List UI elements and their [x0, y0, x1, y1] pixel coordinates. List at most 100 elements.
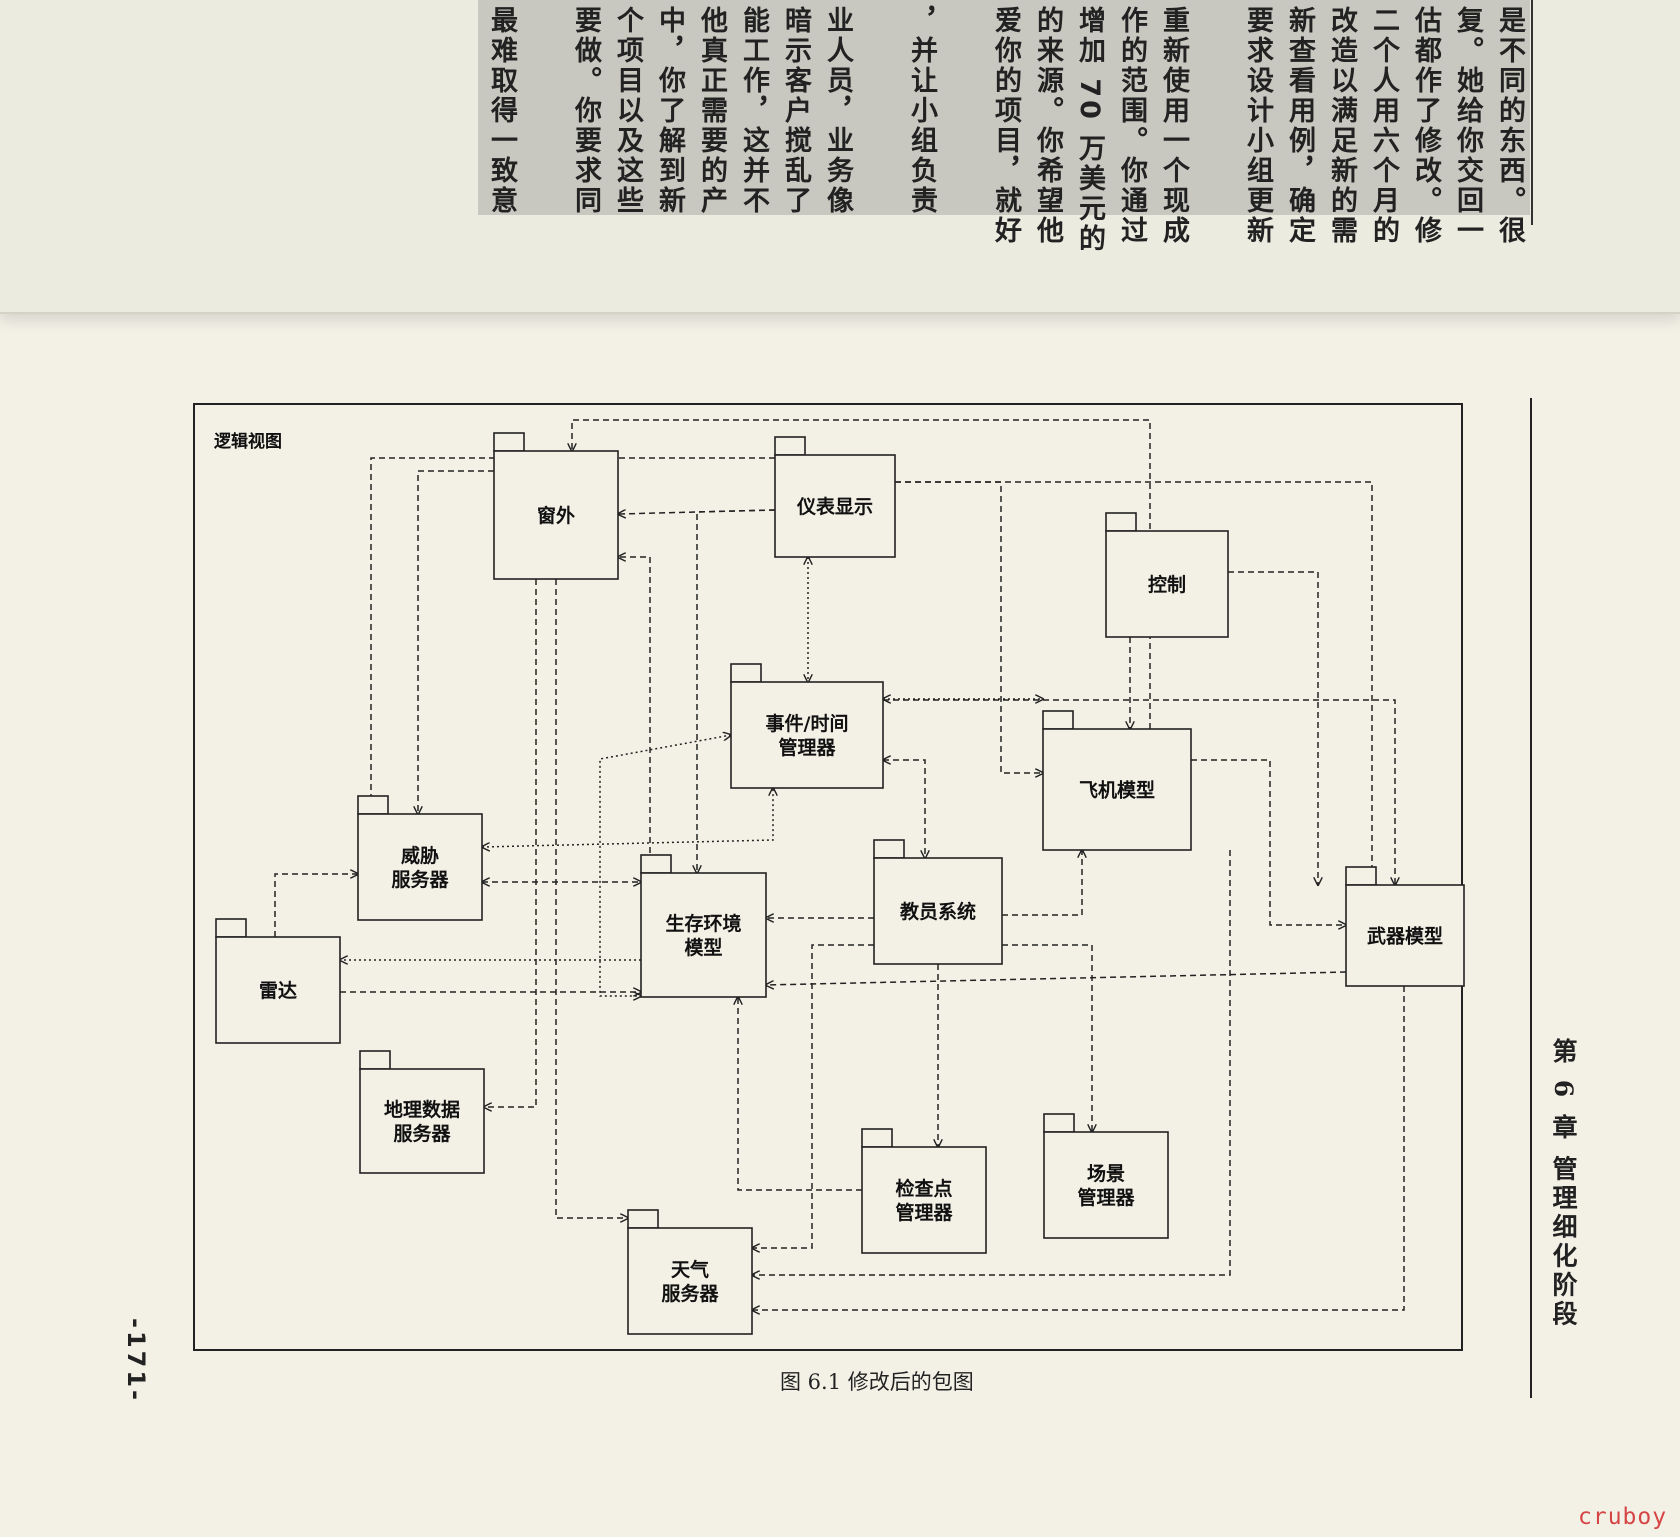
dependency-arrow	[482, 788, 773, 847]
package-label: 地理数据	[384, 1098, 460, 1121]
dependency-arrow	[484, 579, 537, 1107]
dependency-arrow	[883, 760, 925, 858]
package-tab	[493, 432, 525, 452]
package-label: 控制	[1148, 573, 1186, 596]
dependency-arrow	[895, 481, 1043, 773]
package-jiaoyuan: 教员系统	[873, 839, 1003, 965]
package-tab	[357, 795, 389, 815]
previous-page-line: 要做。你要求同	[570, 6, 601, 216]
package-label: 管理器	[895, 1201, 953, 1224]
package-tab	[873, 839, 905, 859]
dependency-arrow	[418, 470, 494, 814]
package-tab	[1105, 512, 1137, 532]
package-label: 管理器	[1077, 1186, 1135, 1209]
package-box	[357, 813, 483, 921]
package-box	[640, 872, 767, 998]
package-label: 生存环境	[665, 912, 741, 935]
dependency-arrow	[555, 579, 628, 1218]
dependency-arrow	[766, 971, 1347, 985]
previous-page-line: 估都作了修改。修	[1410, 6, 1441, 246]
package-chuangwai: 窗外	[493, 432, 619, 580]
dependency-arrow	[752, 944, 874, 1248]
package-tab	[1043, 1113, 1075, 1133]
package-label: 服务器	[393, 1122, 451, 1145]
package-box	[873, 857, 1003, 965]
package-box	[359, 1068, 485, 1174]
dependency-arrow	[1002, 850, 1082, 916]
previous-page-line: 复。她给你交回一	[1452, 6, 1483, 246]
previous-page-line: 作的范围。你通过	[1116, 6, 1147, 246]
package-label: 威胁	[401, 844, 439, 867]
page-number: -171-	[122, 1318, 150, 1404]
package-tab	[1345, 866, 1377, 886]
page-rule	[1531, 0, 1533, 225]
dependency-arrow	[274, 874, 358, 937]
package-label: 模型	[684, 936, 722, 959]
previous-page-line: 能工作，这并不	[738, 6, 769, 216]
package-tab	[1042, 710, 1074, 730]
package-label: 天气	[671, 1258, 709, 1281]
package-box	[1345, 884, 1465, 987]
package-label: 窗外	[537, 504, 575, 527]
package-label: 事件/时间	[766, 712, 849, 735]
dependency-arrow	[618, 557, 651, 873]
previous-page-line: 暗示客户搅乱了	[780, 6, 811, 216]
package-tab	[730, 663, 762, 683]
previous-page-line: 是不同的东西。很	[1494, 6, 1525, 246]
package-tab	[215, 918, 247, 938]
package-tab	[640, 854, 672, 874]
diagram-frame	[193, 403, 1463, 1351]
previous-page-line: 他真正需要的产	[696, 6, 727, 216]
package-label: 管理器	[778, 736, 836, 759]
dependency-arrow	[1002, 944, 1092, 1132]
dependency-arrow	[1228, 571, 1318, 885]
previous-page-line: 的来源。你希望他	[1032, 6, 1063, 246]
package-box	[493, 450, 619, 580]
dependency-arrows	[274, 419, 1405, 1310]
previous-page-line: 二个人用六个月的	[1368, 6, 1399, 246]
package-tab	[861, 1128, 893, 1148]
previous-page-line: 改造以满足新的需	[1326, 6, 1357, 246]
package-label: 教员系统	[900, 900, 976, 923]
package-kongzhi: 控制	[1105, 512, 1229, 638]
previous-page-line: 增加 70 万美元的	[1074, 6, 1105, 255]
frame-label: 逻辑视图	[214, 431, 282, 452]
package-box	[1105, 530, 1229, 638]
package-label: 武器模型	[1367, 925, 1443, 948]
package-box	[215, 936, 341, 1044]
package-box	[1043, 1131, 1169, 1239]
package-label: 飞机模型	[1079, 779, 1155, 802]
dependency-arrow	[752, 986, 1405, 1310]
dependency-arrow	[738, 997, 862, 1191]
previous-page-line: 新查看用例，确定	[1284, 6, 1315, 246]
previous-page-line: ，并让小组负责	[906, 6, 937, 216]
dependency-arrow	[752, 850, 1231, 1275]
package-box	[861, 1146, 987, 1254]
shaded-text-box	[478, 0, 1530, 215]
previous-page: 是不同的东西。很复。她给你交回一估都作了修改。修二个人用六个月的改造以满足新的需…	[0, 0, 1680, 314]
dependency-arrow	[618, 509, 776, 514]
header-rule	[1530, 398, 1532, 1398]
package-box	[627, 1227, 753, 1335]
package-leida: 雷达	[215, 918, 341, 1044]
dependency-arrow	[371, 457, 775, 814]
previous-page-line: 要求设计小组更新	[1242, 6, 1273, 246]
previous-page-line: 爱你的项目，就好	[990, 6, 1021, 246]
package-label: 雷达	[259, 979, 297, 1002]
package-box	[1042, 728, 1192, 851]
package-feiji: 飞机模型	[1042, 710, 1192, 851]
watermark: cruboy	[1578, 1504, 1668, 1530]
package-yibiao: 仪表显示	[774, 436, 896, 558]
package-box	[730, 681, 884, 789]
figure-caption: 图 6.1 修改后的包图	[780, 1370, 974, 1394]
previous-page-line: 中，你了解到新	[654, 6, 685, 216]
package-wuqi: 武器模型	[1345, 866, 1465, 987]
dependency-arrow	[1191, 759, 1346, 925]
